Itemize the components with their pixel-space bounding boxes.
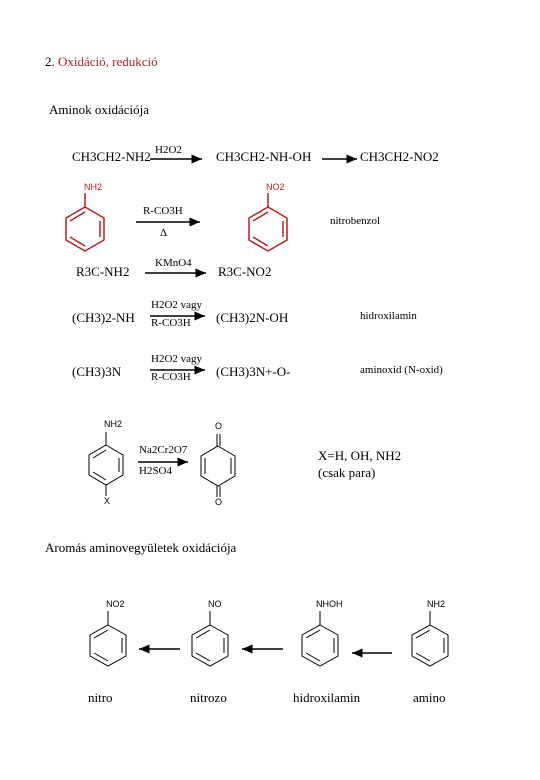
- aniline-ring-2: [411, 611, 449, 667]
- row1-intermediate: CH3CH2-NH-OH: [216, 149, 312, 164]
- aniline-ring: [65, 193, 105, 252]
- row4-name: hidroxilamin: [360, 310, 417, 322]
- phenylhydroxylamine-ring: [301, 611, 339, 667]
- quinone-ring: [200, 434, 236, 497]
- nitro-label: nitro: [88, 690, 113, 705]
- section-title: 2. Oxidáció, redukció: [45, 55, 158, 68]
- row6-reagent-top: Na2Cr2O7: [139, 444, 188, 456]
- hydroxylamine-group-label: NHOH: [316, 599, 343, 609]
- row2-reagent-bottom: Δ: [160, 227, 168, 239]
- row2-reactant-label: NH2: [84, 182, 103, 192]
- row4-reagent-top: H2O2 vagy: [151, 299, 203, 311]
- nitrobenzene-ring: [248, 193, 288, 252]
- amine-label: amino: [413, 690, 446, 705]
- row3-product: R3C-NO2: [218, 264, 272, 279]
- nitro-group-label: NO2: [106, 599, 125, 609]
- row4-reagent-bottom: R-CO3H: [151, 317, 191, 329]
- section-title-text: Oxidáció, redukció: [58, 54, 158, 69]
- row2-name: nitrobenzol: [330, 215, 381, 227]
- row3-reactant: R3C-NH2: [76, 264, 130, 279]
- row5-product: (CH3)3N+-O-: [216, 364, 291, 379]
- row5-reagent-bottom: R-CO3H: [151, 371, 191, 383]
- heading-aromatic-oxidation: Aromás aminovegyületek oxidációja: [45, 540, 237, 555]
- row6-product-top: O: [215, 421, 223, 431]
- row3-reagent: KMnO4: [155, 257, 192, 269]
- row2-product-label: NO2: [266, 182, 285, 192]
- row1-reactant: CH3CH2-NH2: [72, 149, 151, 164]
- row5-reactant: (CH3)3N: [72, 364, 122, 379]
- row6-product-bottom: O: [215, 497, 223, 507]
- row5-name: aminoxid (N-oxid): [360, 364, 443, 376]
- row1-product: CH3CH2-NO2: [360, 149, 439, 164]
- nitrosobenzene-ring: [191, 611, 229, 667]
- row6-reactant-top: NH2: [104, 419, 123, 429]
- row5-reagent-top: H2O2 vagy: [151, 353, 203, 365]
- row6-note1: X=H, OH, NH2: [318, 448, 402, 463]
- hydroxylamine-label: hidroxilamin: [293, 690, 361, 705]
- section-number: 2.: [45, 54, 55, 69]
- substituted-aniline-ring: [88, 432, 124, 496]
- row6-note2: (csak para): [318, 465, 376, 480]
- row4-product: (CH3)2N-OH: [216, 310, 289, 325]
- nitrobenzene-ring-2: [89, 611, 127, 667]
- row4-reactant: (CH3)2-NH: [72, 310, 135, 325]
- row6-reagent-bottom: H2SO4: [139, 465, 173, 477]
- row6-reactant-bottom: X: [104, 496, 111, 506]
- amine-group-label: NH2: [427, 599, 446, 609]
- nitroso-group-label: NO: [208, 599, 222, 609]
- nitroso-label: nitrozo: [190, 690, 227, 705]
- heading-amine-oxidation: Aminok oxidációja: [49, 102, 150, 117]
- row2-reagent-top: R-CO3H: [143, 205, 183, 217]
- row1-reagent: H2O2: [155, 144, 182, 156]
